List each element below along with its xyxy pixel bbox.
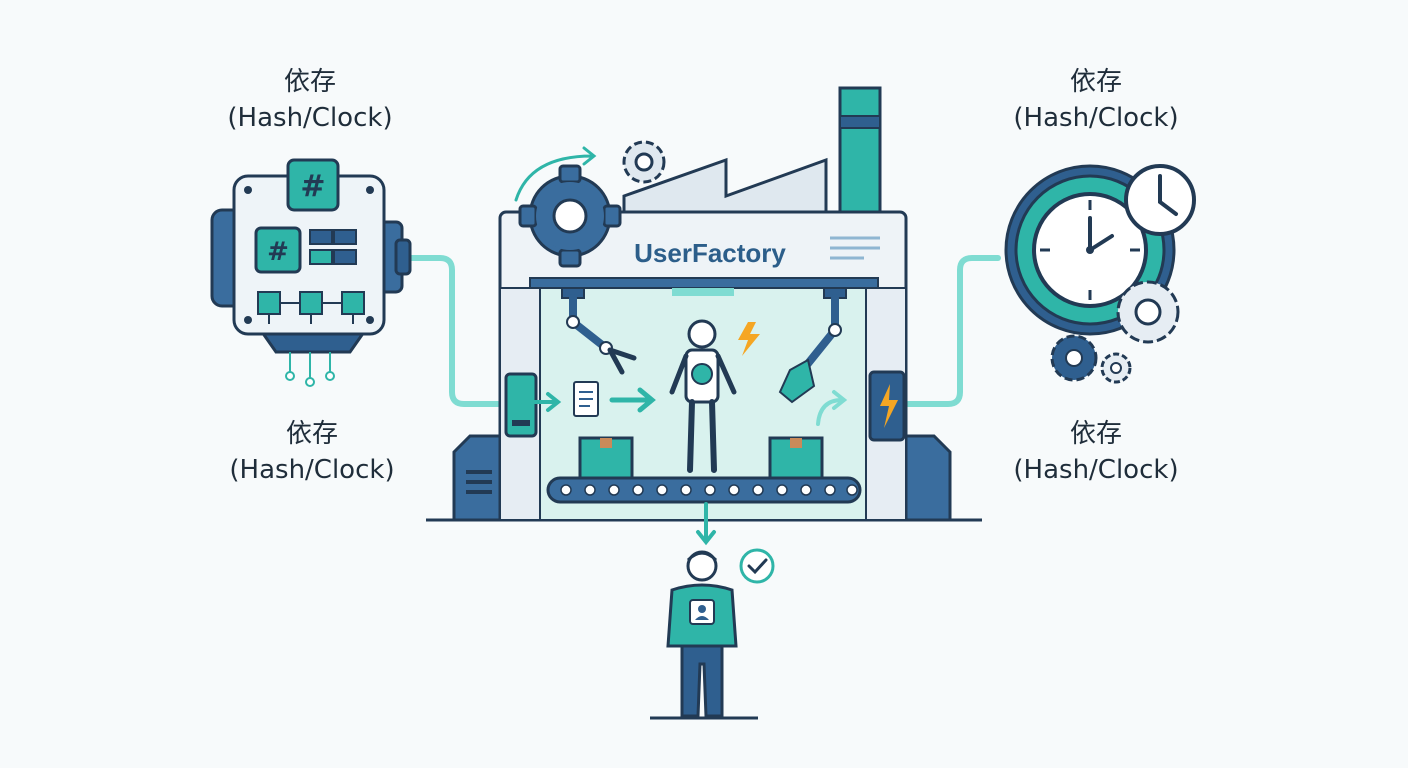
hash-symbol-left: # — [267, 237, 289, 267]
hash-chip-left — [254, 226, 302, 274]
label-top-right-line1: 依存 — [1069, 67, 1122, 97]
label-bottom-right-line1: 依存 — [1069, 419, 1122, 449]
label-top-right: 依存 (Hash/Clock) — [966, 64, 1226, 136]
left-connector-pipe — [405, 255, 501, 407]
hash-symbol-top: # — [300, 169, 325, 204]
conveyor-belt — [546, 476, 862, 504]
check-icon — [739, 548, 775, 584]
user-factory: UserFactory — [426, 86, 982, 522]
rotation-arrow-icon — [514, 146, 597, 202]
label-bottom-left-line2: (Hash/Clock) — [229, 455, 395, 485]
label-bottom-right: 依存 (Hash/Clock) — [966, 416, 1226, 488]
label-top-left: 依存 (Hash/Clock) — [180, 64, 440, 136]
clock-module — [1004, 164, 1196, 384]
gear-icon-large — [518, 164, 622, 268]
right-robot-arm — [778, 287, 847, 404]
robot-figure — [669, 319, 737, 473]
label-bottom-right-line2: (Hash/Clock) — [1013, 455, 1179, 485]
output-arrow — [696, 502, 716, 546]
gear-icon-right — [1116, 280, 1180, 344]
label-top-left-line1: 依存 — [283, 67, 336, 97]
right-connector-pipe — [905, 255, 1001, 407]
user-figure — [650, 550, 758, 720]
clock-icon — [1124, 164, 1196, 236]
label-bottom-left-line1: 依存 — [285, 419, 338, 449]
input-port — [504, 372, 538, 438]
lightning-icon — [738, 322, 760, 356]
factory-chimney — [838, 86, 882, 216]
gear-icon-bottom — [1050, 334, 1132, 384]
hash-chip-top — [286, 158, 340, 212]
left-robot-arm — [561, 287, 637, 375]
clock-hands — [1088, 216, 1114, 252]
hash-module: # # — [210, 158, 412, 387]
label-top-right-line2: (Hash/Clock) — [1013, 103, 1179, 133]
factory-title: UserFactory — [634, 238, 786, 268]
gear-icon-small — [622, 140, 666, 184]
label-bottom-left: 依存 (Hash/Clock) — [182, 416, 442, 488]
label-top-left-line2: (Hash/Clock) — [227, 103, 393, 133]
